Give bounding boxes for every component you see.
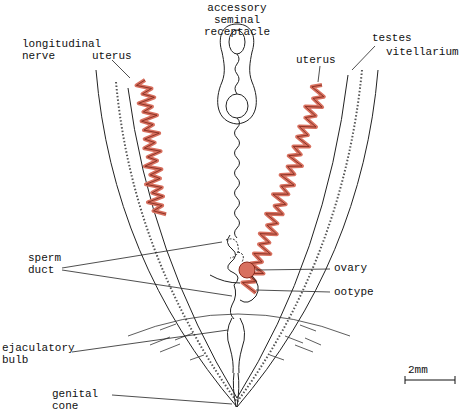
body-wall-right xyxy=(237,75,348,398)
atrium-hatching xyxy=(150,324,321,360)
uterus-left xyxy=(137,80,167,214)
body-wall-left xyxy=(128,88,237,398)
receptacle-canal xyxy=(235,118,240,238)
part-label: uterus xyxy=(92,50,142,62)
scale-bar-line xyxy=(405,376,455,384)
part-label: sperm duct xyxy=(28,252,68,276)
part-label: genital cone xyxy=(52,388,112,412)
ejaculatory-bulb xyxy=(227,318,244,373)
vitelline-duct xyxy=(210,275,240,283)
genital-atrium xyxy=(128,314,350,360)
atrium-arc xyxy=(128,314,350,336)
uterus-left-edge xyxy=(137,80,167,214)
longitudinal-nerve-left xyxy=(96,70,237,407)
part-label: uterus xyxy=(296,54,346,66)
receptacle xyxy=(218,24,257,238)
sperm-duct xyxy=(230,285,235,319)
part-label: ootype xyxy=(334,286,384,298)
part-label: ejaculatory bulb xyxy=(2,342,88,366)
scale-bar xyxy=(405,376,455,384)
uterus-right-edge xyxy=(242,85,323,293)
receptacle-lower-chamber xyxy=(226,94,248,118)
longitudinal-nerve-right xyxy=(237,70,378,407)
ootype-leader xyxy=(256,290,330,292)
receptacle-wall xyxy=(218,24,257,124)
uterus-group xyxy=(137,80,324,293)
uterus-leader-left xyxy=(112,60,130,78)
testes-leader xyxy=(352,46,375,70)
seminal-vesicle-coils xyxy=(226,239,243,262)
body-outline xyxy=(96,70,378,407)
ovary-shape xyxy=(239,262,255,278)
ducts xyxy=(210,235,258,407)
vitellarium-left xyxy=(116,82,237,402)
ootype-duct xyxy=(240,276,258,302)
part-label: vitellarium xyxy=(386,46,472,58)
sperm-duct-leader-2 xyxy=(62,270,232,296)
uterus-right xyxy=(242,85,323,293)
vitellarium-right xyxy=(237,70,362,402)
part-label: testes xyxy=(372,32,422,44)
ejaculatory-leader xyxy=(72,330,228,352)
genital-cone-leader xyxy=(112,395,232,404)
leader-lines xyxy=(62,46,375,404)
part-label: ovary xyxy=(334,262,384,274)
uterus-leader-right xyxy=(318,66,320,82)
ovary-leader xyxy=(256,269,330,270)
vitellarium-dots xyxy=(116,70,362,402)
genital-cone xyxy=(233,373,238,407)
part-label: accessory seminal receptacle xyxy=(202,2,272,38)
sperm-duct-leader-1 xyxy=(62,242,222,268)
receptacle-duct xyxy=(235,54,239,94)
scale-label: 2mm xyxy=(408,364,448,376)
